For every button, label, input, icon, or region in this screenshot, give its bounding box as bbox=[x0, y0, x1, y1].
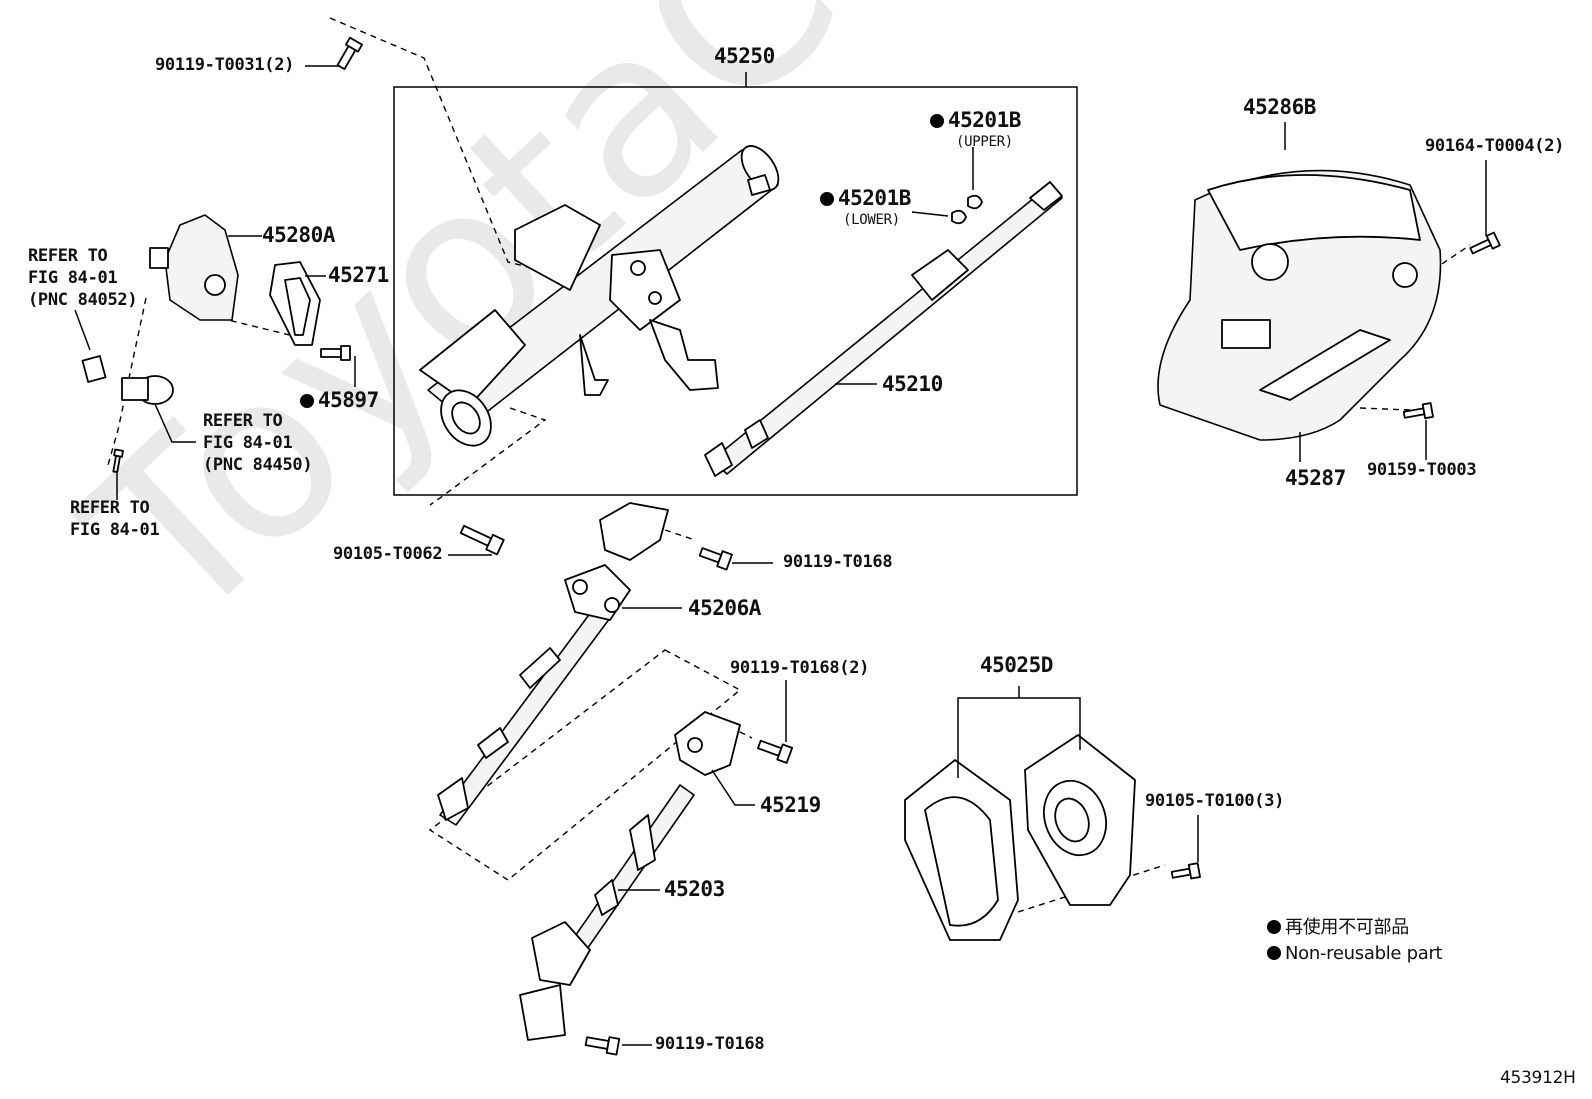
label-upper: (UPPER) bbox=[956, 134, 1013, 150]
label-refer2-line2: FIG 84-01 bbox=[203, 433, 293, 453]
label-45287: 45287 bbox=[1285, 466, 1346, 490]
steering-column-tube bbox=[419, 145, 780, 447]
label-lower: (LOWER) bbox=[843, 212, 900, 228]
yoke-45219 bbox=[674, 711, 741, 776]
label-45250: 45250 bbox=[714, 44, 775, 68]
lower-shaft-45203 bbox=[519, 784, 695, 1041]
label-45201b-lower: 45201B bbox=[820, 188, 911, 209]
switch-84450 bbox=[121, 375, 174, 405]
label-90105-t0062: 90105-T0062 bbox=[333, 544, 443, 564]
clip-45201b-lower bbox=[951, 209, 967, 225]
label-90119-t0168-2: 90119-T0168(2) bbox=[730, 658, 870, 678]
label-90119-t0168-b: 90119-T0168 bbox=[655, 1034, 765, 1054]
bolt-45897 bbox=[320, 345, 351, 361]
diagram-id: 453912H bbox=[1500, 1068, 1576, 1088]
label-45897: 45897 bbox=[300, 390, 379, 411]
column-cover-45286b-45287 bbox=[1157, 169, 1442, 441]
connector-84052 bbox=[81, 355, 107, 383]
intermediate-shaft-45206a bbox=[437, 502, 669, 826]
legend-english: Non-reusable part bbox=[1267, 945, 1443, 963]
screw-90105-t0100 bbox=[1170, 862, 1201, 880]
label-45219: 45219 bbox=[760, 793, 821, 817]
label-45210: 45210 bbox=[882, 372, 943, 396]
label-refer2-line1: REFER TO bbox=[203, 411, 283, 431]
label-45203: 45203 bbox=[664, 877, 725, 901]
label-45286b: 45286B bbox=[1243, 95, 1316, 119]
label-45025d: 45025D bbox=[980, 653, 1053, 677]
label-refer3-line1: REFER TO bbox=[70, 498, 150, 518]
label-90159-t0003: 90159-T0003 bbox=[1367, 460, 1477, 480]
label-refer1-line3: (PNC 84052) bbox=[28, 290, 138, 310]
non-reusable-dot bbox=[1267, 946, 1281, 960]
bolt-90119-t0168-2 bbox=[757, 739, 794, 764]
boot-assembly-45025d bbox=[904, 734, 1136, 941]
label-refer3-line2: FIG 84-01 bbox=[70, 520, 160, 540]
bolt-90119-t0168-a bbox=[698, 547, 733, 571]
label-90164-t0004: 90164-T0004(2) bbox=[1425, 136, 1565, 156]
non-reusable-dot bbox=[820, 192, 834, 206]
label-refer1-line2: FIG 84-01 bbox=[28, 268, 118, 288]
screw-refer-84-01 bbox=[112, 448, 124, 474]
clip-45201b-upper bbox=[967, 194, 983, 210]
label-45206a: 45206A bbox=[688, 596, 761, 620]
label-90119-t0031: 90119-T0031(2) bbox=[155, 55, 295, 75]
label-90105-t0100: 90105-T0100(3) bbox=[1145, 791, 1285, 811]
bolt-90119-t0168-b bbox=[584, 1036, 621, 1056]
legend-japanese: 再使用不可部品 bbox=[1267, 919, 1409, 937]
screw-90164-t0004 bbox=[1469, 231, 1501, 255]
non-reusable-dot bbox=[300, 394, 314, 408]
label-refer1-line1: REFER TO bbox=[28, 246, 108, 266]
non-reusable-dot bbox=[930, 114, 944, 128]
lock-bracket-45280a bbox=[149, 214, 239, 321]
label-45271: 45271 bbox=[328, 263, 389, 287]
label-90119-t0168-a: 90119-T0168 bbox=[783, 552, 893, 572]
steering-shaft-45210 bbox=[704, 181, 1063, 477]
bolt-90119-t0031 bbox=[336, 36, 363, 71]
label-45280a: 45280A bbox=[262, 223, 335, 247]
assembly-45250-box bbox=[393, 86, 1078, 496]
screw-90159-t0003 bbox=[1402, 402, 1434, 420]
bolt-90105-t0062 bbox=[459, 524, 505, 556]
label-45201b-upper: 45201B bbox=[930, 110, 1021, 131]
label-refer2-line3: (PNC 84450) bbox=[203, 455, 313, 475]
bracket-45271 bbox=[269, 261, 321, 346]
non-reusable-dot bbox=[1267, 920, 1281, 934]
